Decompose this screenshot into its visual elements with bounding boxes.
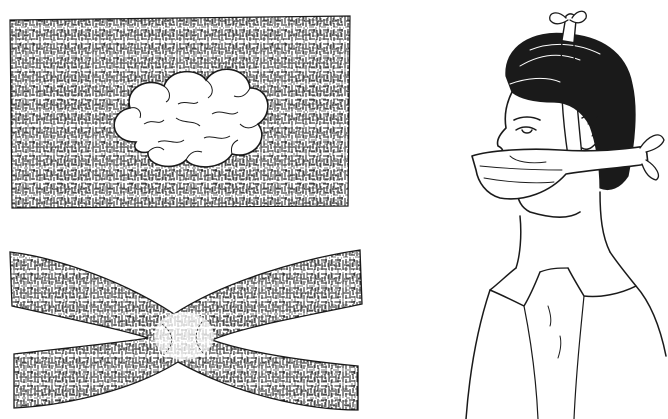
person-profile-mask-icon	[466, 11, 666, 419]
crossed-gauze-bandage	[6, 244, 364, 412]
person-wearing-improvised-mask	[450, 6, 668, 419]
gauze-cloth-with-cotton	[8, 14, 352, 210]
x-shaped-bandage-icon	[10, 250, 362, 410]
